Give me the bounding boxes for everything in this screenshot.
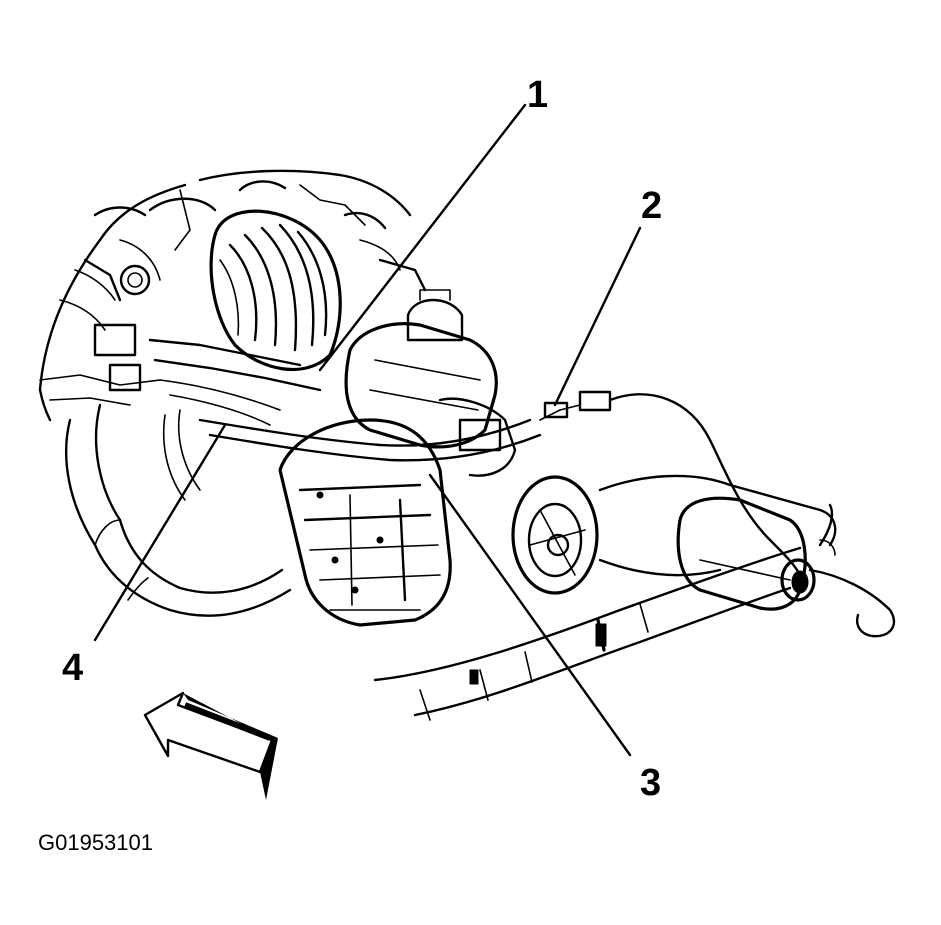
intake-manifold xyxy=(209,209,342,371)
callout-leaders xyxy=(93,103,642,757)
callout-leader-4 xyxy=(93,423,227,642)
muffler-assembly xyxy=(598,474,896,638)
transmission-body xyxy=(278,418,452,627)
callout-label-3: 3 xyxy=(640,762,661,804)
body-outline-left xyxy=(38,169,412,422)
callout-leader-2 xyxy=(553,226,642,407)
engine-wiring-top xyxy=(39,180,427,426)
callout-leader-1 xyxy=(318,103,527,372)
callout-label-1: 1 xyxy=(527,74,548,116)
output-flange xyxy=(511,475,599,595)
figure-id: G01953101 xyxy=(38,830,153,855)
transfer-case xyxy=(344,289,517,477)
callout-leader-3 xyxy=(428,473,632,757)
vehicle-drivetrain-illustration xyxy=(38,169,896,721)
callout-label-4: 4 xyxy=(62,647,83,689)
wiring-harness xyxy=(162,390,802,577)
callout-label-2: 2 xyxy=(641,185,662,227)
frame-rail xyxy=(373,546,802,721)
front-direction-arrow-icon xyxy=(143,691,278,800)
exhaust-pipe-left xyxy=(64,403,292,617)
